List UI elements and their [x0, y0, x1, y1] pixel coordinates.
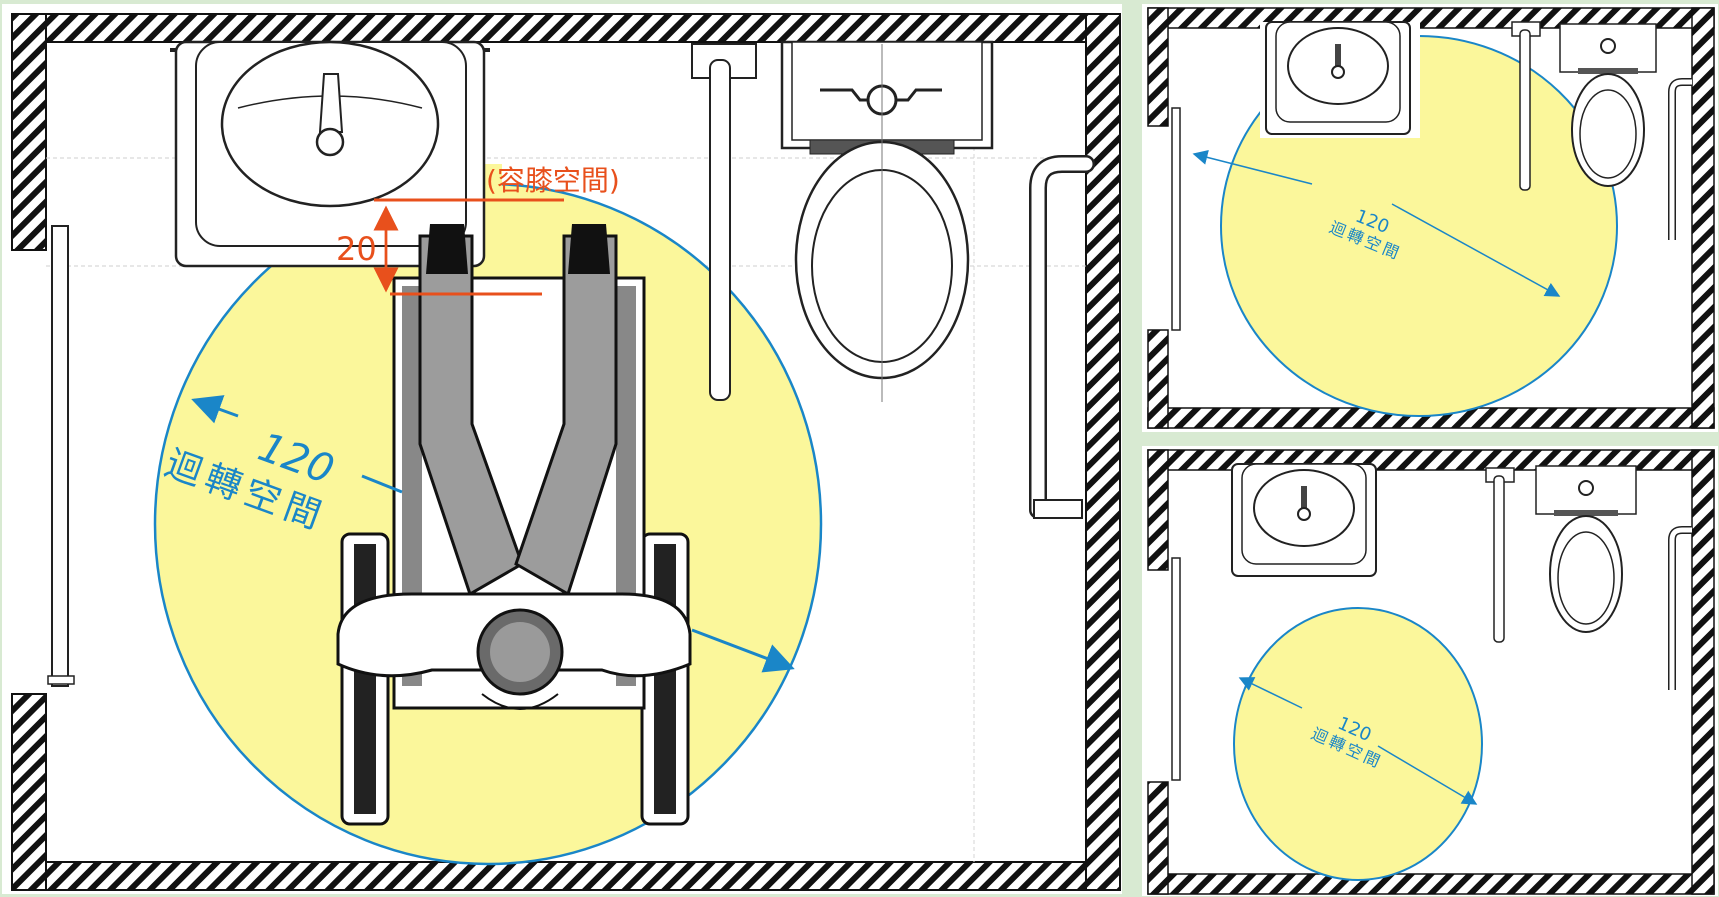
grab-bar-icon: [1029, 155, 1095, 519]
turning-space-circle: [1233, 607, 1483, 881]
main-plan-panel: 20 (容膝空間) 120 迴轉空間: [2, 4, 1122, 894]
layout-option-a-panel: 120 迴轉空間: [1142, 4, 1718, 432]
layout-option-b-panel: 120 迴轉空間: [1142, 446, 1718, 896]
toilet-icon: [780, 40, 994, 402]
turning-diameter-arrow: [1238, 677, 1303, 709]
toilet-icon: [1535, 465, 1637, 633]
toilet-icon: [1559, 23, 1657, 187]
grab-bar-icon: [1511, 21, 1541, 191]
washbasin-icon: [1260, 21, 1420, 138]
knee-dimension-value: 20: [336, 230, 377, 268]
wheelchair-user-icon: [336, 224, 692, 826]
wall-hatching: [1147, 7, 1715, 429]
door-leaf: [1171, 557, 1181, 781]
washbasin-icon: [1231, 463, 1377, 577]
grab-bar-icon: [691, 43, 757, 401]
turning-diameter-arrow: [191, 395, 239, 424]
grab-bar-icon: [1668, 526, 1692, 690]
turning-diameter-arrow: [1391, 203, 1561, 297]
grab-bar-icon: [1668, 78, 1692, 240]
door-leaf: [1171, 107, 1181, 331]
wall-hatching: [1147, 449, 1715, 895]
washbasin-icon: [170, 40, 490, 268]
knee-dimension: [373, 198, 564, 296]
turning-diameter-arrow: [1377, 745, 1478, 805]
grab-bar-icon: [1485, 467, 1515, 643]
turning-diameter-arrow: [1192, 150, 1313, 185]
door-leaf: [47, 225, 75, 687]
knee-space-label: (容膝空間): [486, 164, 620, 197]
turning-diameter-arrow: [691, 628, 795, 673]
